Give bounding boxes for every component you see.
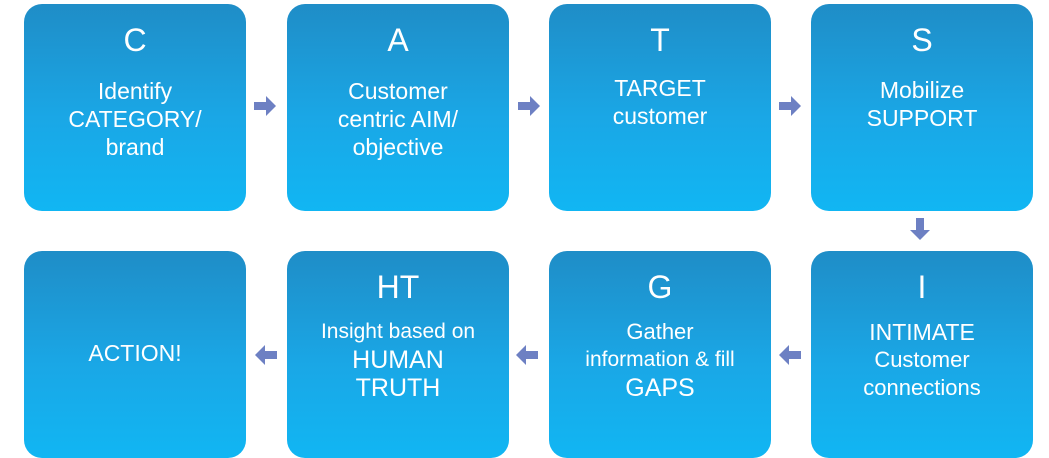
arrow-right-icon xyxy=(779,96,801,116)
step-letter: C xyxy=(123,22,147,58)
step-c-box: C Identify CATEGORY/ brand xyxy=(24,4,246,211)
step-label-line: ACTION! xyxy=(88,340,182,366)
step-letter: HT xyxy=(376,269,420,305)
step-label-line: TRUTH xyxy=(355,374,441,402)
step-label: Insight based on HUMAN TRUTH xyxy=(297,318,499,402)
step-ht-box: HT Insight based on HUMAN TRUTH xyxy=(287,251,509,458)
step-g-box: G Gather information & fill GAPS xyxy=(549,251,771,458)
step-i-box: I INTIMATE Customer connections xyxy=(811,251,1033,458)
step-label-line: INTIMATE xyxy=(869,319,975,345)
step-label-line: Gather xyxy=(626,319,694,344)
step-label-line: customer xyxy=(612,103,708,129)
step-a-box: A Customer centric AIM/ objective xyxy=(287,4,509,211)
step-label: TARGET customer xyxy=(559,74,761,130)
arrow-left-icon xyxy=(516,345,538,365)
arrow-left-icon xyxy=(779,345,801,365)
step-letter: A xyxy=(387,22,409,58)
step-label-line: centric AIM/ xyxy=(337,106,459,132)
step-label-line: Customer xyxy=(348,78,448,104)
step-label-line: Insight based on xyxy=(320,320,476,343)
step-s-box: S Mobilize SUPPORT xyxy=(811,4,1033,211)
arrow-right-icon xyxy=(518,96,540,116)
step-label-line: SUPPORT xyxy=(866,105,978,131)
step-label-line: brand xyxy=(105,134,165,160)
step-label: Mobilize SUPPORT xyxy=(821,76,1023,132)
step-label-line: Mobilize xyxy=(879,77,965,103)
step-label: INTIMATE Customer connections xyxy=(821,318,1023,402)
step-label-line: Customer xyxy=(874,347,970,372)
arrow-right-icon xyxy=(254,96,276,116)
step-label-line: HUMAN xyxy=(352,346,444,374)
step-letter: G xyxy=(647,269,673,305)
step-label-line: GAPS xyxy=(625,374,695,402)
step-label-line: Identify xyxy=(97,78,173,104)
step-letter: I xyxy=(917,269,927,305)
step-label: Customer centric AIM/ objective xyxy=(297,77,499,161)
step-label-line: CATEGORY/ xyxy=(68,106,202,132)
step-label-line: objective xyxy=(352,134,444,160)
arrow-left-icon xyxy=(255,345,277,365)
step-label-line: connections xyxy=(863,375,981,400)
step-label: Gather information & fill GAPS xyxy=(559,318,761,402)
step-t-box: T TARGET customer xyxy=(549,4,771,211)
step-label: Identify CATEGORY/ brand xyxy=(34,77,236,161)
arrow-down-icon xyxy=(910,218,930,240)
step-label-line: information & fill xyxy=(585,348,735,371)
step-action-box: ACTION! xyxy=(24,251,246,458)
step-letter: T xyxy=(650,22,670,58)
step-label-line: TARGET xyxy=(614,75,706,101)
step-label: ACTION! xyxy=(34,339,236,367)
step-letter: S xyxy=(911,22,933,58)
